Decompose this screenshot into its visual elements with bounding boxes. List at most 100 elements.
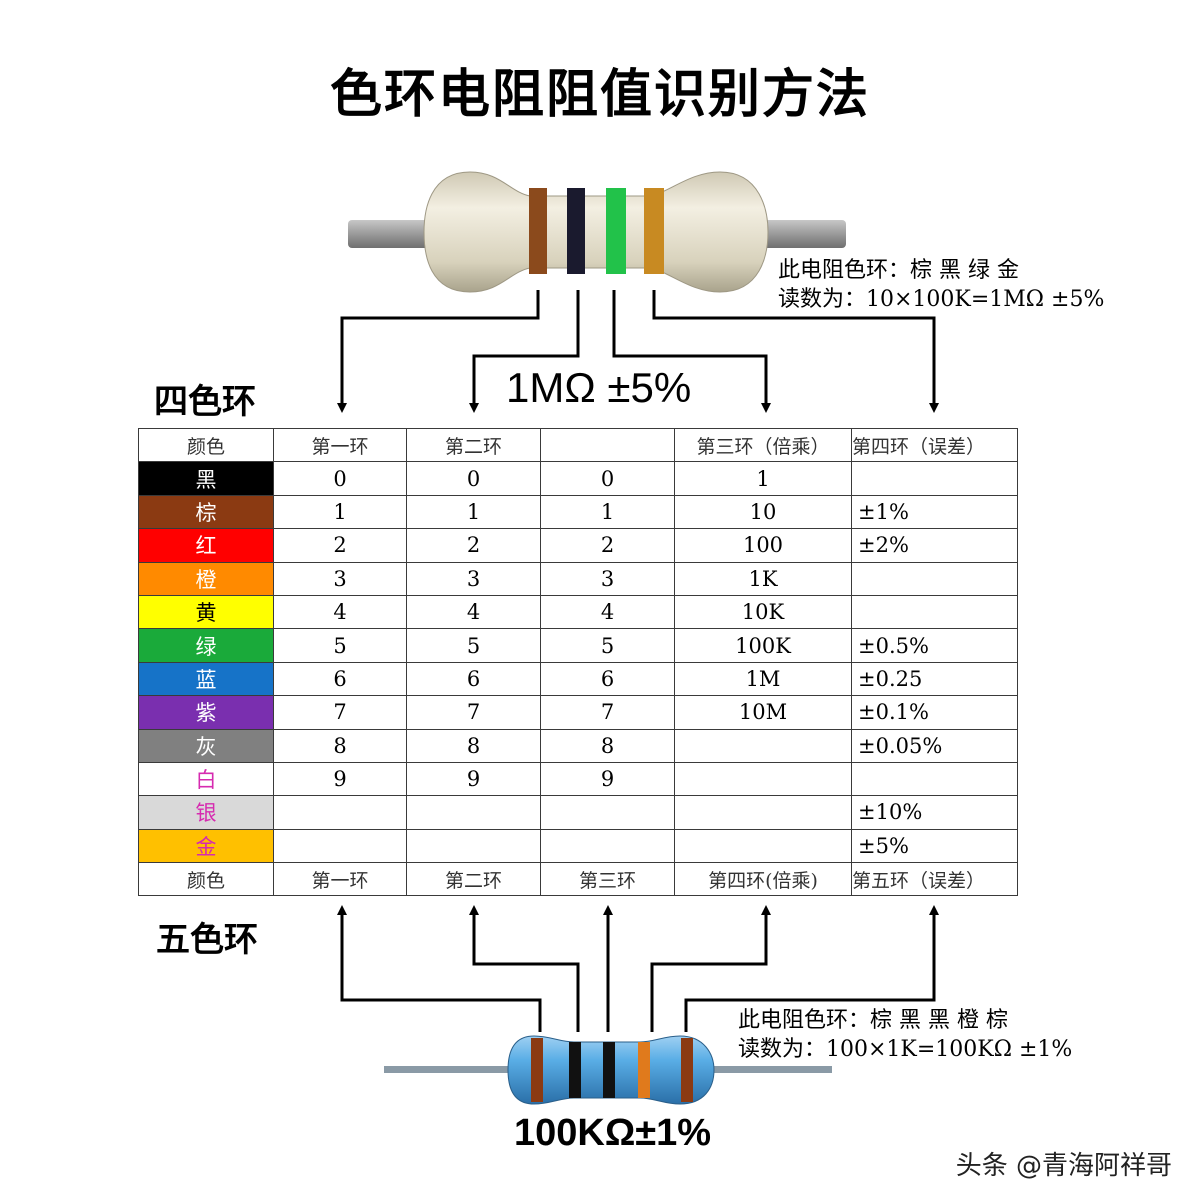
band-brown [529, 188, 547, 274]
color-swatch-cell: 棕 [138, 494, 274, 530]
digit-cell: 6 [406, 661, 541, 697]
digit-cell: 4 [406, 594, 541, 630]
multiplier-cell: 10 [674, 494, 852, 530]
header-cell [540, 427, 675, 463]
multiplier-cell: 100K [674, 628, 852, 663]
digit-cell: 9 [540, 761, 675, 797]
color-swatch-cell: 银 [138, 795, 274, 830]
digit-cell [406, 828, 541, 864]
digit-cell: 7 [540, 695, 675, 730]
four-band-note: 此电阻色环：棕 黑 绿 金读数为：10×100K=1MΩ ±5% [778, 256, 1104, 314]
digit-cell: 1 [540, 494, 675, 530]
header-cell: 颜色 [138, 427, 274, 463]
digit-cell: 5 [540, 628, 675, 663]
multiplier-cell: 1M [674, 661, 852, 697]
band-gold [644, 188, 664, 274]
digit-cell: 3 [406, 561, 541, 596]
four-band-arrows [337, 290, 939, 413]
tolerance-cell: ±0.25 [851, 661, 1018, 697]
tolerance-cell [851, 561, 1018, 596]
digit-cell: 3 [540, 561, 675, 596]
four-band-label: 四色环 [154, 382, 256, 422]
header-cell: 第二环 [406, 862, 541, 897]
digit-cell: 7 [273, 695, 407, 730]
multiplier-cell: 1K [674, 561, 852, 596]
tolerance-cell: ±0.5% [851, 628, 1018, 663]
five-band-note-line1: 此电阻色环：棕 黑 黑 橙 棕 [738, 1008, 1008, 1033]
digit-cell: 7 [406, 695, 541, 730]
color-swatch-cell: 橙 [138, 561, 274, 596]
header-cell: 第三环 [540, 862, 675, 897]
table-row: 金 ±5% [138, 828, 1018, 864]
digit-cell: 1 [273, 494, 407, 530]
color-swatch-cell: 灰 [138, 728, 274, 763]
band-black [569, 1042, 581, 1098]
header-cell: 第二环 [406, 427, 541, 463]
multiplier-cell: 10K [674, 594, 852, 630]
digit-cell: 1 [406, 494, 541, 530]
digit-cell: 2 [406, 528, 541, 563]
digit-cell: 8 [273, 728, 407, 763]
digit-cell: 2 [273, 528, 407, 563]
tolerance-cell [851, 594, 1018, 630]
color-swatch-cell: 黄 [138, 594, 274, 630]
tolerance-cell [851, 461, 1018, 496]
multiplier-cell [674, 828, 852, 864]
tolerance-cell: ±2% [851, 528, 1018, 563]
five-band-label: 五色环 [156, 920, 258, 960]
digit-cell: 8 [406, 728, 541, 763]
four-band-resistor [348, 171, 846, 293]
header-cell: 第四环（误差） [851, 427, 1018, 463]
digit-cell: 9 [273, 761, 407, 797]
header-cell: 第三环（倍乘） [674, 427, 852, 463]
tolerance-cell: ±0.1% [851, 695, 1018, 730]
tolerance-cell: ±10% [851, 795, 1018, 830]
digit-cell [273, 828, 407, 864]
digit-cell: 6 [273, 661, 407, 697]
watermark: 头条 @青海阿祥哥 [955, 1151, 1172, 1181]
digit-cell: 4 [540, 594, 675, 630]
tolerance-cell: ±5% [851, 828, 1018, 864]
table-row: 银 ±10% [138, 795, 1018, 830]
five-band-resistor [384, 1035, 832, 1105]
color-swatch-cell: 黑 [138, 461, 274, 496]
color-swatch-cell: 白 [138, 761, 274, 797]
digit-cell: 8 [540, 728, 675, 763]
color-swatch-cell: 紫 [138, 695, 274, 730]
color-swatch-cell: 红 [138, 528, 274, 563]
band-green [606, 188, 626, 274]
digit-cell: 0 [406, 461, 541, 496]
digit-cell: 0 [273, 461, 407, 496]
multiplier-cell: 100 [674, 528, 852, 563]
digit-cell: 6 [540, 661, 675, 697]
digit-cell: 5 [273, 628, 407, 663]
digit-cell: 4 [273, 594, 407, 630]
five-band-arrows [337, 905, 939, 1032]
five-band-value: 100KΩ±1% [514, 1112, 712, 1154]
tolerance-cell: ±1% [851, 494, 1018, 530]
color-swatch-cell: 金 [138, 828, 274, 864]
five-band-note-line2: 读数为：100×1K=100KΩ ±1% [738, 1037, 1073, 1062]
header-cell: 第一环 [273, 862, 407, 897]
table-header-top: 颜色第一环第二环第三环（倍乘）第四环（误差） [138, 427, 1018, 463]
four-band-note-line1: 此电阻色环：棕 黑 绿 金 [778, 258, 1019, 283]
header-cell: 第四环(倍乘) [674, 862, 852, 897]
digit-cell: 2 [540, 528, 675, 563]
digit-cell: 0 [540, 461, 675, 496]
page-title: 色环电阻阻值识别方法 [329, 65, 870, 125]
four-band-note-line2: 读数为：10×100K=1MΩ ±5% [778, 287, 1105, 312]
color-swatch-cell: 蓝 [138, 661, 274, 697]
digit-cell: 5 [406, 628, 541, 663]
table-header-bottom: 颜色第一环第二环第三环第四环(倍乘)第五环（误差） [138, 862, 1018, 897]
header-cell: 第五环（误差） [851, 862, 1018, 897]
